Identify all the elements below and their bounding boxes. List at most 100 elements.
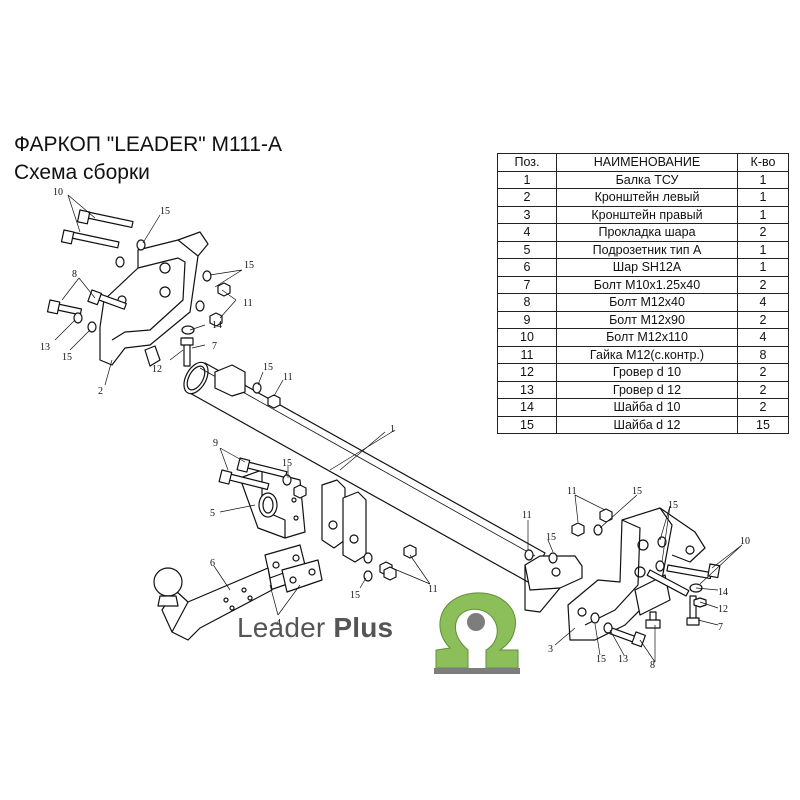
- row-pos: 6: [497, 258, 557, 277]
- row-qty: 2: [737, 310, 789, 329]
- callout-3: 3: [548, 644, 553, 655]
- ball-spacers: [264, 544, 323, 593]
- row-pos: 10: [497, 328, 557, 347]
- row-name: Гровер d 12: [556, 380, 738, 399]
- bracket-left: [99, 231, 209, 367]
- callout-15-d: 15: [282, 458, 292, 469]
- callout-15-top: 15: [160, 206, 170, 217]
- callout-15-e: 15: [350, 590, 360, 601]
- row-name: Гровер d 10: [556, 363, 738, 382]
- row-pos: 12: [497, 363, 557, 382]
- callout-15-g: 15: [632, 486, 642, 497]
- brand-text-regular: Leader: [237, 612, 326, 643]
- row-pos: 15: [497, 415, 557, 434]
- callout-11-e: 11: [567, 486, 577, 497]
- row-name: Болт М10х1.25х40: [556, 275, 738, 294]
- row-qty: 2: [737, 223, 789, 242]
- callout-14-left: 14: [212, 320, 222, 331]
- callout-12-right: 12: [718, 604, 728, 615]
- leader-plus-logo-icon: [434, 592, 520, 674]
- row-name: Подрозетник тип А: [556, 240, 738, 259]
- callout-labels: 10 15 15 11 8 14 7 13 15 12 2 15 11 1 9 …: [40, 187, 750, 671]
- row-name: Гайка М12(с.контр.): [556, 345, 738, 364]
- row-qty: 4: [737, 328, 789, 347]
- row-pos: 9: [497, 310, 557, 329]
- row-name: Шар SH12A: [556, 258, 738, 277]
- drawing-subtitle: Схема сборки: [14, 161, 150, 184]
- callout-10-left: 10: [53, 187, 63, 198]
- row-name: Балка ТСУ: [556, 170, 738, 189]
- tow-ball: [153, 567, 273, 641]
- row-qty: 2: [737, 398, 789, 417]
- callout-7-right: 7: [718, 622, 723, 633]
- callout-15-h: 15: [668, 500, 678, 511]
- callout-9: 9: [213, 438, 218, 449]
- callout-4: 4: [276, 618, 281, 629]
- callout-8-right: 8: [650, 660, 655, 671]
- callout-8-left: 8: [72, 269, 77, 280]
- row-name: Болт М12х40: [556, 293, 738, 312]
- drawing-title: ФАРКОП "LEADER" M111-A: [14, 133, 282, 156]
- bracket-right: [567, 507, 706, 641]
- row-pos: 5: [497, 240, 557, 259]
- brand-text-bold: Plus: [333, 612, 394, 643]
- header-name: НАИМЕНОВАНИЕ: [556, 153, 738, 172]
- row-name: Шайба d 12: [556, 415, 738, 434]
- row-qty: 1: [737, 205, 789, 224]
- row-name: Болт М12х110: [556, 328, 738, 347]
- callout-15-b: 15: [244, 260, 254, 271]
- header-qty: К-во: [737, 153, 789, 172]
- row-pos: 11: [497, 345, 557, 364]
- callout-12-left: 12: [152, 364, 162, 375]
- row-name: Кронштейн левый: [556, 188, 738, 207]
- callout-7-left: 7: [212, 341, 217, 352]
- leader-lines: [54, 194, 743, 663]
- parts-table-header: Поз. НАИМЕНОВАНИЕ К-во: [497, 153, 789, 172]
- row-qty: 15: [737, 415, 789, 434]
- row-qty: 2: [737, 275, 789, 294]
- callout-6: 6: [210, 558, 215, 569]
- callout-5: 5: [210, 508, 215, 519]
- row-pos: 2: [497, 188, 557, 207]
- callout-2: 2: [98, 386, 103, 397]
- row-pos: 14: [497, 398, 557, 417]
- tube-beam: [183, 361, 583, 613]
- row-qty: 1: [737, 188, 789, 207]
- callout-15-i: 15: [596, 654, 606, 665]
- bolts: [46, 209, 721, 648]
- row-qty: 2: [737, 363, 789, 382]
- row-pos: 13: [497, 380, 557, 399]
- callout-13-right: 13: [618, 654, 628, 665]
- callout-11-b: 11: [283, 372, 293, 383]
- row-pos: 8: [497, 293, 557, 312]
- nuts-washers: [73, 239, 707, 634]
- row-pos: 7: [497, 275, 557, 294]
- row-name: Шайба d 10: [556, 398, 738, 417]
- callout-10-right: 10: [740, 536, 750, 547]
- row-qty: 4: [737, 293, 789, 312]
- callout-11-a: 11: [243, 298, 253, 309]
- row-name: Кронштейн правый: [556, 205, 738, 224]
- callout-15-c: 15: [263, 362, 273, 373]
- brand-wordmark: Leader Plus: [237, 612, 393, 644]
- row-pos: 3: [497, 205, 557, 224]
- callout-1: 1: [390, 424, 395, 435]
- header-pos: Поз.: [497, 153, 557, 172]
- row-name: Прокладка шара: [556, 223, 738, 242]
- row-pos: 1: [497, 170, 557, 189]
